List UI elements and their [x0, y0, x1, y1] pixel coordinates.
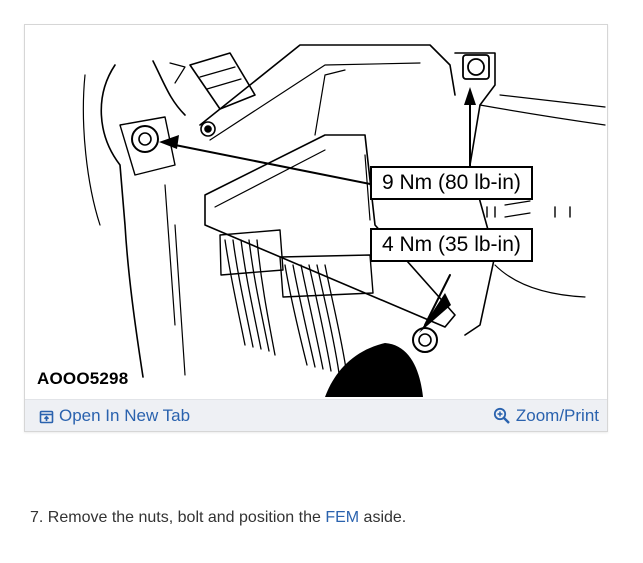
zoom-print-link[interactable]: Zoom/Print	[493, 406, 599, 426]
step-instruction: 7. Remove the nuts, bolt and position th…	[30, 509, 406, 527]
figure-id-label: AOOO5298	[37, 369, 129, 388]
step-number: 7.	[30, 509, 44, 526]
open-in-new-tab-icon	[39, 409, 54, 424]
magnifier-plus-icon	[493, 407, 511, 425]
open-in-new-tab-link[interactable]: Open In New Tab	[39, 406, 190, 426]
fem-line-drawing	[82, 44, 606, 397]
zoom-print-label: Zoom/Print	[515, 406, 599, 425]
figure-card: 9 Nm (80 lb-in) 4 Nm (35 lb-in) AOOO5298…	[24, 24, 608, 432]
fem-removal-diagram: 9 Nm (80 lb-in) 4 Nm (35 lb-in) AOOO5298	[25, 25, 607, 399]
step-text-before: Remove the nuts, bolt and position the	[47, 509, 321, 526]
torque-callout-lower: 4 Nm (35 lb-in)	[370, 228, 533, 262]
figure-footer-bar: Open In New Tab Zoom/Print	[25, 399, 607, 431]
fem-term-link[interactable]: FEM	[325, 509, 360, 526]
step-text-after: aside.	[363, 509, 407, 526]
torque-callout-upper: 9 Nm (80 lb-in)	[370, 166, 533, 200]
open-in-new-tab-label: Open In New Tab	[59, 406, 191, 425]
